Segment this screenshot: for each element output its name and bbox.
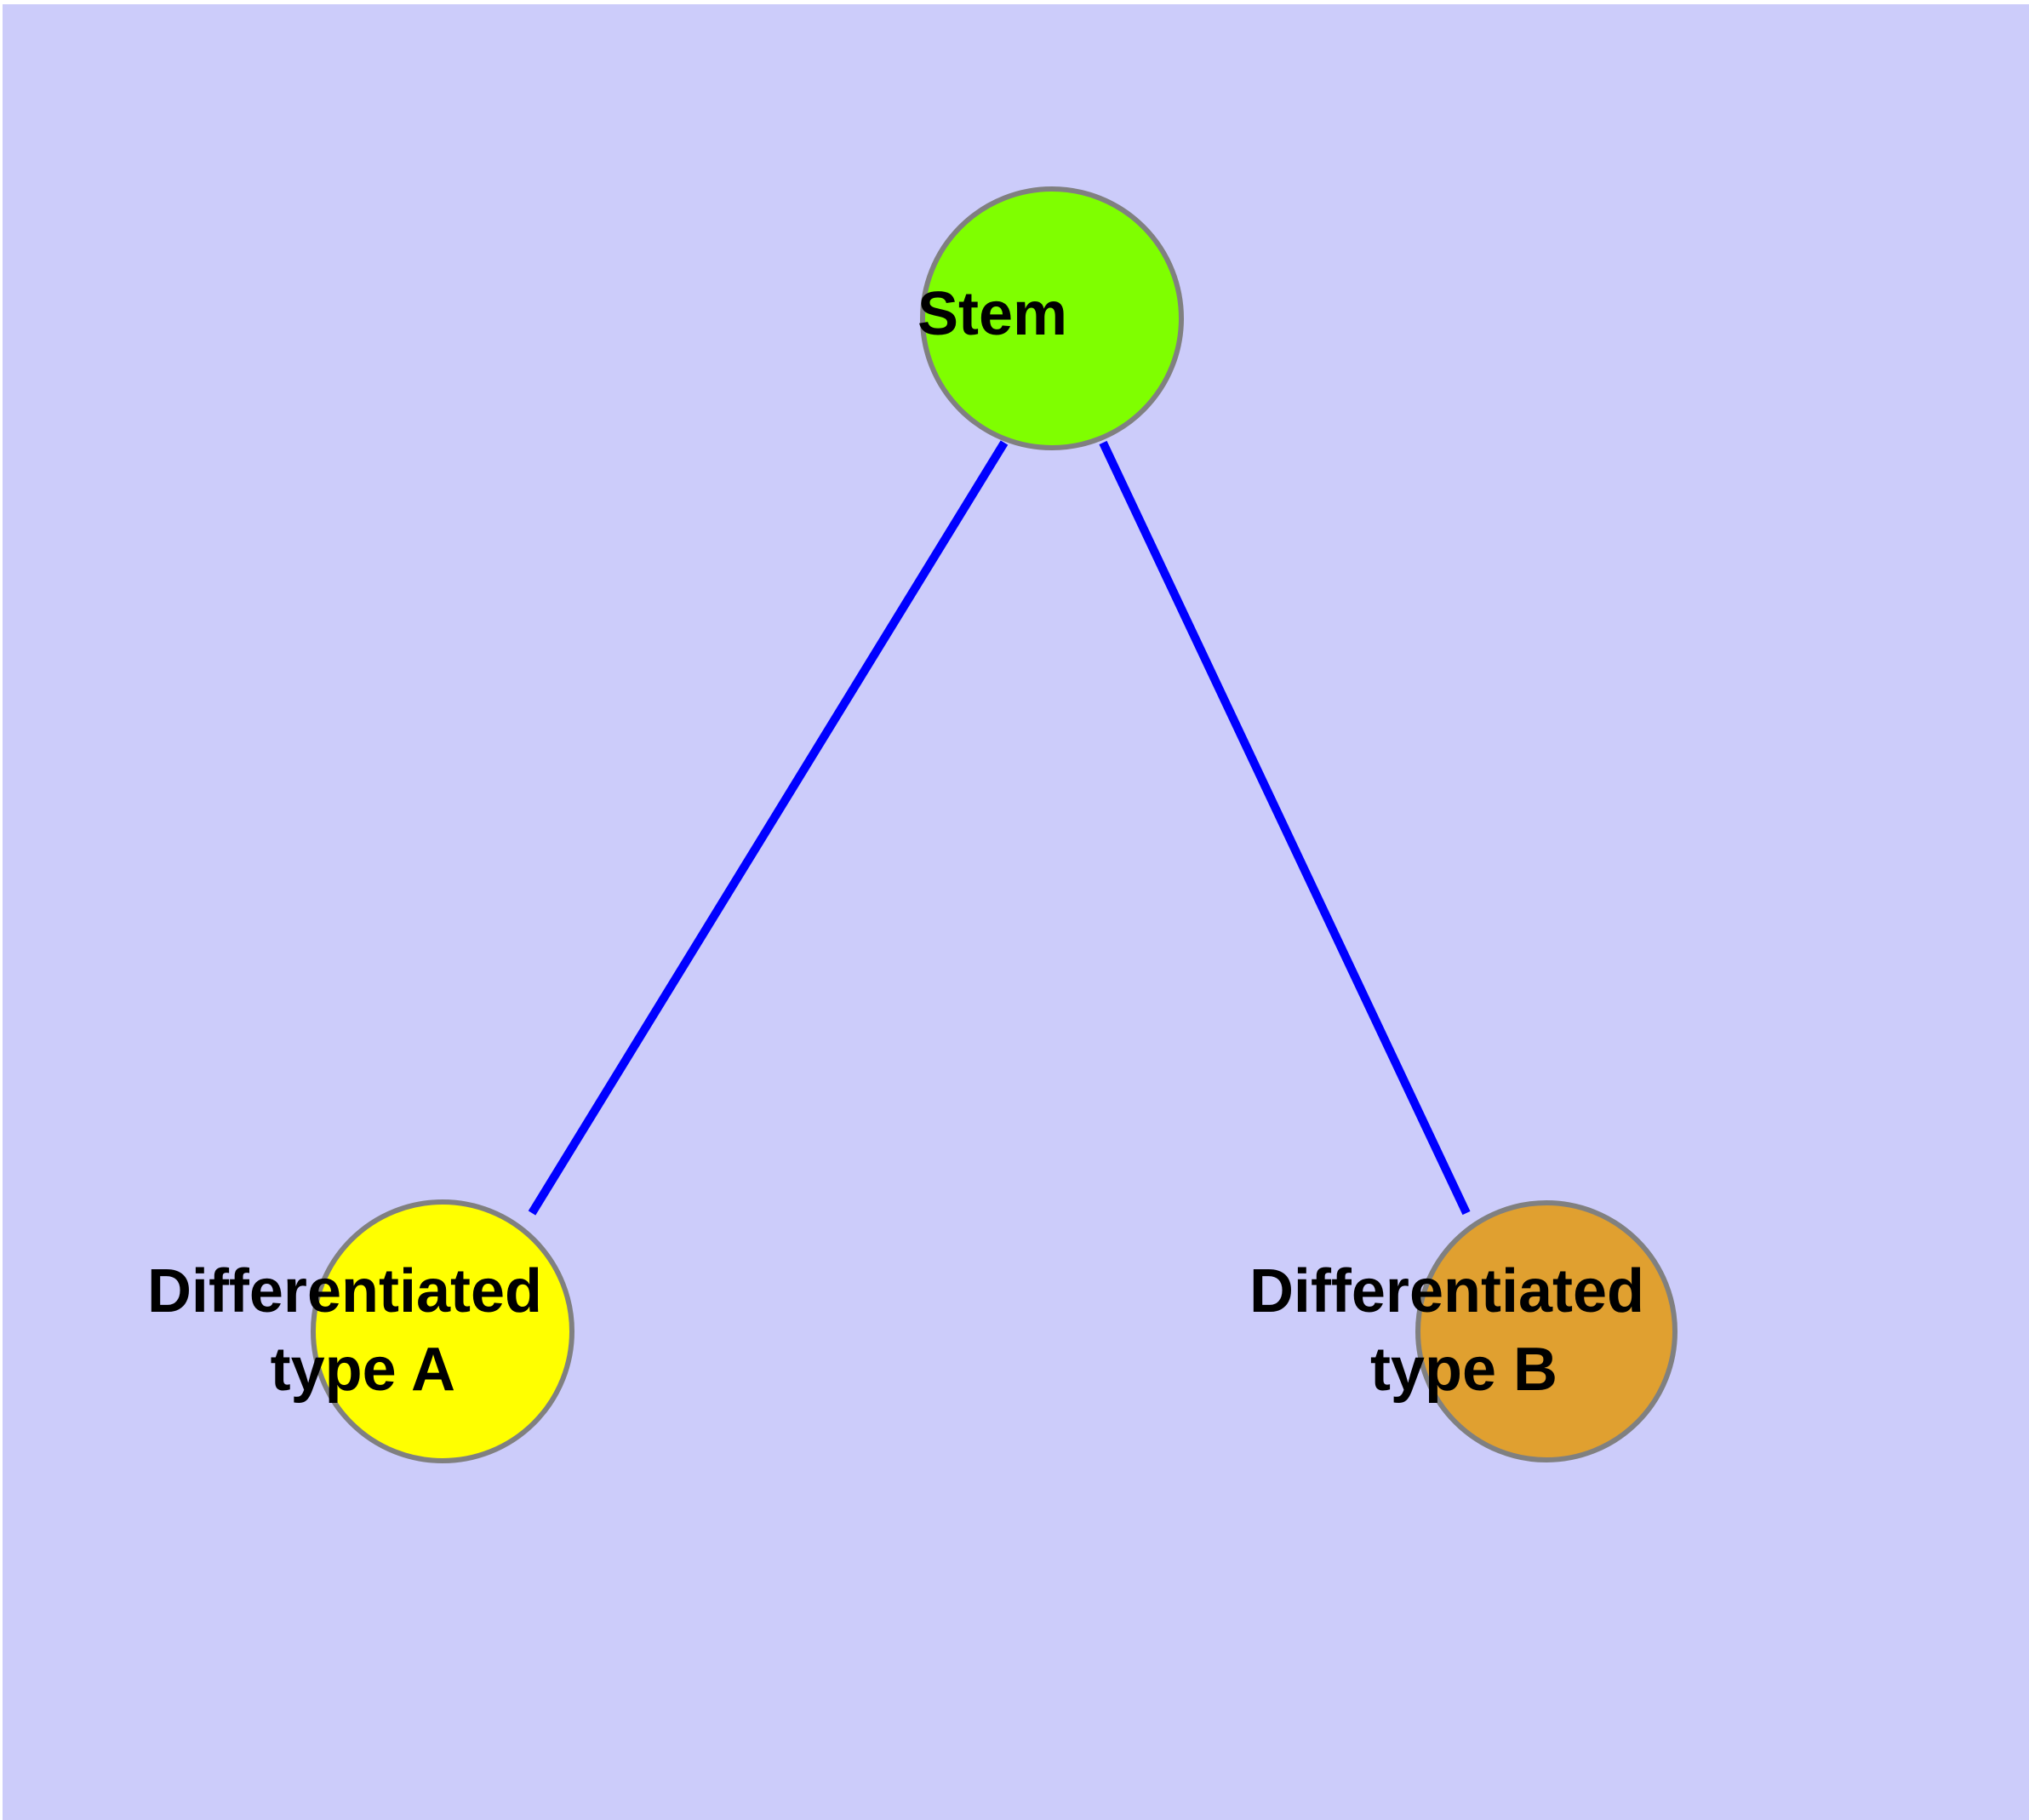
- edge-stem-to-differentiated-type-a[interactable]: [528, 440, 1009, 1216]
- node-differentiated-type-a-label-line-2: type A: [271, 1336, 454, 1404]
- node-stem-circle[interactable]: [920, 186, 1184, 450]
- node-differentiated-type-a-circle[interactable]: [311, 1199, 574, 1463]
- node-differentiated-type-a-label: Differentiated type A: [147, 1257, 695, 1404]
- node-differentiated-type-b-label-line-2: type B: [1370, 1336, 1557, 1404]
- node-differentiated-type-b-label: Differentiated type B: [1249, 1257, 1798, 1404]
- node-stem[interactable]: Stem: [917, 186, 1186, 450]
- node-stem-label-line-1: Stem: [917, 280, 1067, 348]
- node-differentiated-type-a-label-line-1: Differentiated: [147, 1257, 542, 1325]
- edge-layer: [528, 440, 1471, 1216]
- node-differentiated-type-b-label-line-1: Differentiated: [1249, 1257, 1644, 1325]
- node-differentiated-type-a[interactable]: Differentiated type A: [147, 1199, 695, 1463]
- node-differentiated-type-b-circle[interactable]: [1415, 1200, 1677, 1462]
- node-stem-label: Stem: [917, 280, 1186, 348]
- edge-stem-to-differentiated-type-b[interactable]: [1099, 440, 1471, 1216]
- node-differentiated-type-b[interactable]: Differentiated type B: [1249, 1200, 1798, 1462]
- node-layer: Stem Differentiated type A Differentiate…: [147, 186, 1798, 1463]
